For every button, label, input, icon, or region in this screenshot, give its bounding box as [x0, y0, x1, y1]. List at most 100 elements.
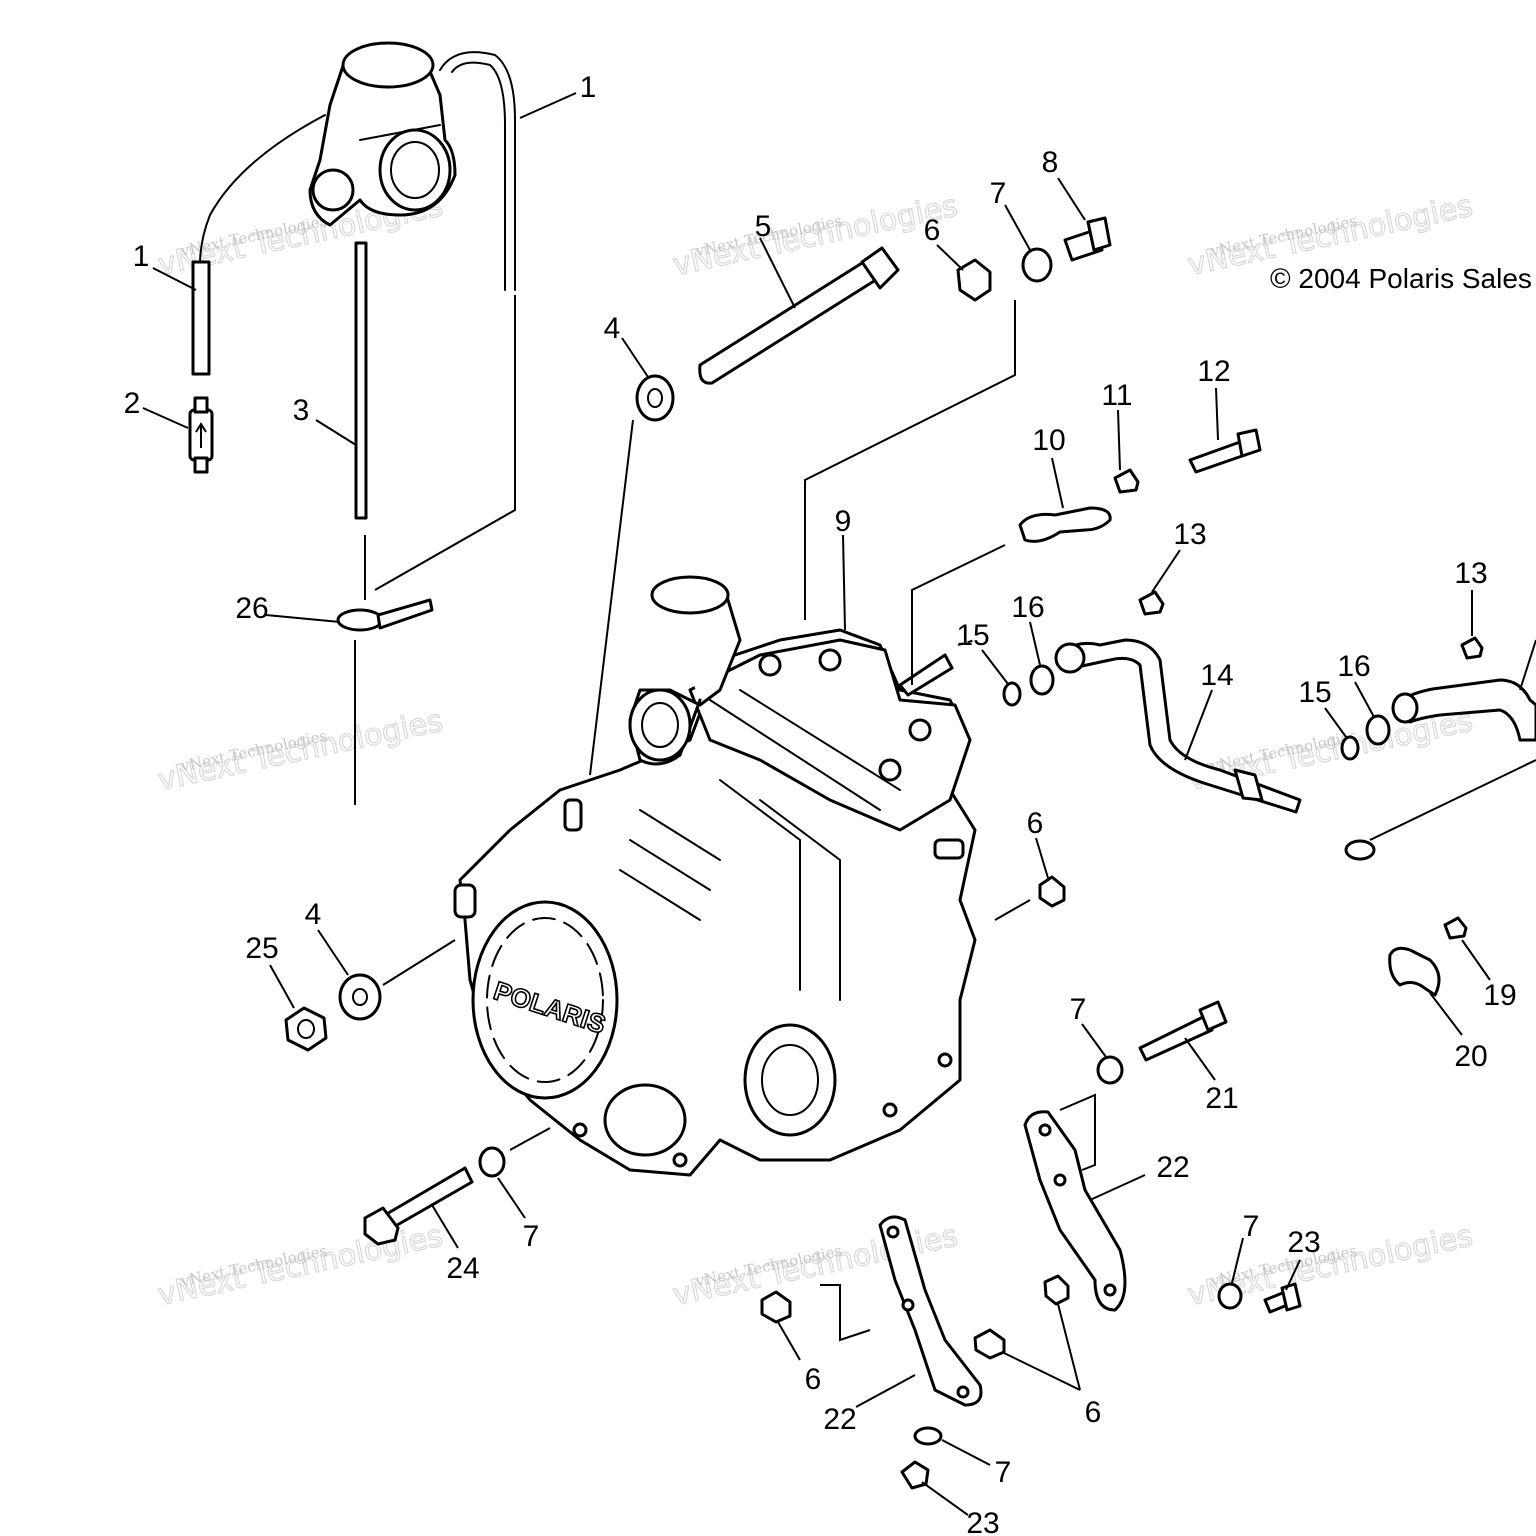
callout-9: 9	[835, 505, 852, 538]
washer	[1217, 1282, 1243, 1310]
guide-line	[589, 419, 634, 776]
guide-line	[911, 544, 1006, 685]
small-clamp	[1344, 839, 1376, 861]
watermark-outline-text: vNext Technologies	[670, 189, 961, 284]
bolt	[1460, 636, 1484, 660]
bolt	[1263, 1282, 1302, 1314]
callout-7: 7	[995, 1456, 1012, 1489]
callout-10: 10	[1032, 424, 1065, 457]
guide-line	[1059, 1093, 1096, 1171]
callout-16: 16	[1011, 591, 1044, 624]
guide-line	[509, 1127, 551, 1151]
fuel-filter	[188, 396, 214, 474]
callout-6: 6	[805, 1363, 822, 1396]
guide-line	[374, 295, 516, 591]
callout-6: 6	[1085, 1396, 1102, 1429]
mount-bracket	[1018, 506, 1112, 543]
callout-13: 13	[1454, 557, 1487, 590]
washer	[1029, 664, 1055, 696]
callout-7: 7	[1243, 1210, 1260, 1243]
callout-15: 15	[956, 619, 989, 652]
carburetor	[308, 41, 457, 227]
callout-23: 23	[966, 1507, 999, 1536]
callout-8: 8	[1042, 146, 1059, 179]
washer	[1365, 714, 1391, 746]
guide-line	[804, 300, 1016, 620]
callout-3: 3	[293, 394, 310, 427]
guide-line	[820, 1284, 871, 1342]
callout-4: 4	[305, 898, 322, 931]
guide-line	[1369, 759, 1536, 841]
bolt	[1138, 590, 1165, 616]
bolt	[1188, 428, 1262, 474]
callout-4: 4	[604, 312, 621, 345]
leader-lines	[142, 92, 1536, 1516]
hose-clamp	[336, 598, 434, 632]
callout-15: 15	[1298, 676, 1331, 709]
washer	[913, 1426, 943, 1446]
washer	[1340, 735, 1360, 761]
cable-bracket	[1388, 946, 1441, 997]
callout-numbers: 1 1 2 3 26 4 5 6 7 8 9 10 11 12 13 13 15…	[124, 71, 1517, 1536]
breather-fitting	[898, 653, 954, 697]
long-mount-bolt	[698, 246, 900, 385]
engine-mount-plate	[878, 1215, 983, 1407]
callout-1: 1	[133, 240, 150, 273]
watermark: vNext Technologies vNext Technologies	[154, 703, 446, 799]
guide-line	[382, 939, 456, 986]
callout-2: 2	[124, 387, 141, 420]
engine-block	[453, 628, 977, 1177]
fuel-hose	[439, 51, 516, 291]
flange-nut	[1038, 875, 1066, 908]
fuel-hose-edge	[451, 61, 506, 291]
flange-nut	[956, 258, 992, 302]
vent-tube	[354, 241, 368, 520]
long-mount-bolt	[363, 1166, 474, 1246]
callout-19: 19	[1483, 979, 1516, 1012]
watermark: vNext Technologies vNext Technologies	[154, 1218, 446, 1314]
bolt	[900, 1460, 930, 1490]
bolt	[1138, 1000, 1228, 1062]
callout-26: 26	[235, 592, 268, 625]
watermark-outline-text: vNext Technologies	[155, 704, 446, 799]
washer	[1021, 247, 1053, 283]
washer	[635, 374, 675, 422]
callout-21: 21	[1205, 1082, 1238, 1115]
callout-20: 20	[1454, 1040, 1487, 1073]
callout-12: 12	[1197, 355, 1230, 388]
bolt	[1113, 468, 1140, 494]
callout-7: 7	[990, 177, 1007, 210]
callout-22: 22	[1156, 1151, 1189, 1184]
copyright-text: © 2004 Polaris Sales	[1270, 263, 1532, 294]
short-bolt	[1063, 216, 1112, 262]
vent-hose	[199, 114, 326, 266]
callout-16: 16	[1337, 650, 1370, 683]
callout-5: 5	[755, 210, 772, 243]
flange-nut	[760, 1290, 792, 1324]
callout-14: 14	[1200, 659, 1233, 692]
hose-segment	[191, 260, 211, 376]
callout-11: 11	[1101, 379, 1132, 412]
guide-line	[994, 899, 1031, 921]
oil-line	[1054, 638, 1302, 814]
callout-6: 6	[924, 214, 941, 247]
washer	[1002, 681, 1022, 707]
hex-nut	[284, 1006, 328, 1052]
guide-line	[957, 639, 976, 646]
engine-mount-plate	[1023, 1110, 1127, 1312]
washer	[338, 973, 382, 1021]
callout-1: 1	[580, 71, 597, 104]
flange-nut	[1043, 1274, 1070, 1306]
flange-nut	[973, 1328, 1006, 1360]
washer	[1096, 1055, 1124, 1085]
callout-24: 24	[446, 1252, 479, 1285]
callout-23: 23	[1287, 1226, 1320, 1259]
washer	[478, 1146, 506, 1178]
throttle-body	[628, 575, 742, 766]
callout-7: 7	[1070, 993, 1087, 1026]
bolt	[1443, 916, 1468, 940]
callout-25: 25	[245, 932, 278, 965]
watermark: vNext Technologies vNext Technologies	[669, 188, 961, 284]
callout-6: 6	[1027, 807, 1044, 840]
